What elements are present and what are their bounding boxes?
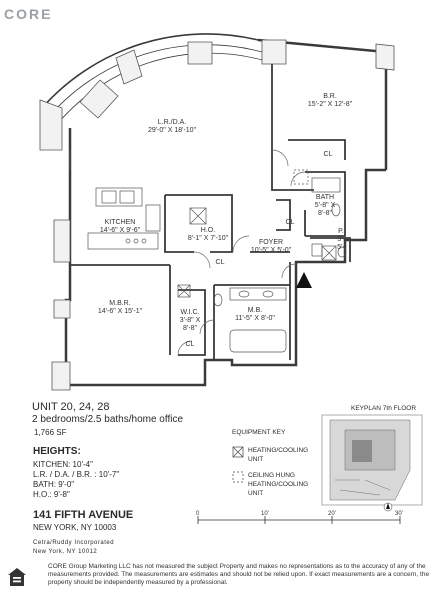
core-logo: CORE <box>4 6 53 22</box>
heights-heading: HEIGHTS: <box>33 446 81 457</box>
scale-tick-label: 20' <box>328 511 336 517</box>
bath-name: BATH <box>316 194 334 201</box>
closet-label: CL <box>324 151 333 158</box>
entry-arrow-icon <box>296 272 312 288</box>
address-line-2: NEW YORK, NY 10003 <box>33 523 117 532</box>
equipment-key-item: HEATING/COOLING UNIT <box>248 446 308 464</box>
living-room-dims: 29'-0" X 18'-10" <box>148 127 197 134</box>
equal-housing-icon <box>8 568 26 586</box>
height-row: BATH: 9'-0" <box>33 480 75 489</box>
master-dims: 14'-6" X 15'-1" <box>98 308 143 315</box>
height-row: H.O.: 9'-8" <box>33 490 70 499</box>
scale-tick-label: 30' <box>395 511 403 517</box>
broker-line-2: New York, NY 10012 <box>33 549 98 555</box>
heating-cooling-unit-icon <box>232 446 244 458</box>
kitchen-fixtures <box>87 187 161 250</box>
equipment-key-line: UNIT <box>248 490 264 497</box>
kitchen-name: KITCHEN <box>105 219 136 226</box>
equipment-key-line: HEATING/COOLING <box>248 481 309 488</box>
living-room-name: L.R./D.A. <box>158 119 186 126</box>
interior-walls <box>70 64 351 360</box>
powder-name: P. <box>338 228 344 235</box>
walkin-name: W.I.C. <box>180 309 199 316</box>
equipment-key-item: CEILING HUNG HEATING/COOLING UNIT <box>248 471 308 498</box>
scale-bar: 0 10' 20' 30' <box>196 511 403 524</box>
unit-title: UNIT 20, 24, 28 <box>32 401 110 413</box>
unit-summary: 2 bedrooms/2.5 baths/home office <box>32 414 184 425</box>
powder-dims-2: 5'- <box>337 244 345 251</box>
walkin-dims-2: 8'-8" <box>183 325 197 332</box>
kitchen-dims: 14'-6" X 9'-6" <box>100 227 141 234</box>
scale-tick-label: 10' <box>261 511 269 517</box>
powder-dims-1: 3'- <box>337 236 345 243</box>
equipment-key-title: EQUIPMENT KEY <box>232 429 286 436</box>
disclaimer-text: CORE Group Marketing LLC has not measure… <box>48 563 430 587</box>
window-bays <box>39 39 395 391</box>
closet-label: CL <box>216 259 225 266</box>
bedroom-dims: 15'-2" X 12'-8" <box>308 101 353 108</box>
equipment-key-line: UNIT <box>248 456 264 463</box>
master-name: M.B.R. <box>109 300 130 307</box>
closet-label: CL <box>286 219 295 226</box>
foyer-name: FOYER <box>259 239 283 246</box>
ceiling-hung-unit-icon <box>232 471 244 483</box>
scale-tick-label: 0 <box>196 511 200 517</box>
master-bath-dims: 11'-5" X 8'-0" <box>235 315 275 322</box>
bedroom-name: B.R. <box>323 93 337 100</box>
equipment-key-line: HEATING/COOLING <box>248 447 309 454</box>
address-line-1: 141 FIFTH AVENUE <box>33 509 134 521</box>
equipment-key-line: CEILING HUNG <box>248 472 295 479</box>
bath-dims-1: 5'-8" X <box>315 202 336 209</box>
broker-line-1: Cetra/Ruddy Incorporated <box>33 540 115 546</box>
office-name: H.O. <box>201 227 215 234</box>
bath-fixtures <box>213 177 347 353</box>
height-row: L.R. / D.A. / B.R. : 10'-7" <box>33 470 120 479</box>
keyplan <box>321 414 423 512</box>
closet-label: CL <box>186 341 195 348</box>
door-swings <box>177 149 306 356</box>
foyer-dims: 10'-5" X 5'-0" <box>251 247 292 254</box>
keyplan-title: KEYPLAN 7th FLOOR <box>351 405 417 412</box>
office-dims: 8'-1" X 7'-10" <box>188 235 229 242</box>
master-bath-name: M.B. <box>248 307 262 314</box>
height-row: KITCHEN: 10'-4" <box>33 460 93 469</box>
walkin-dims-1: 3'-8" X <box>180 317 201 324</box>
bath-dims-2: 8'-8" <box>318 210 332 217</box>
unit-area: 1,766 SF <box>34 428 67 437</box>
